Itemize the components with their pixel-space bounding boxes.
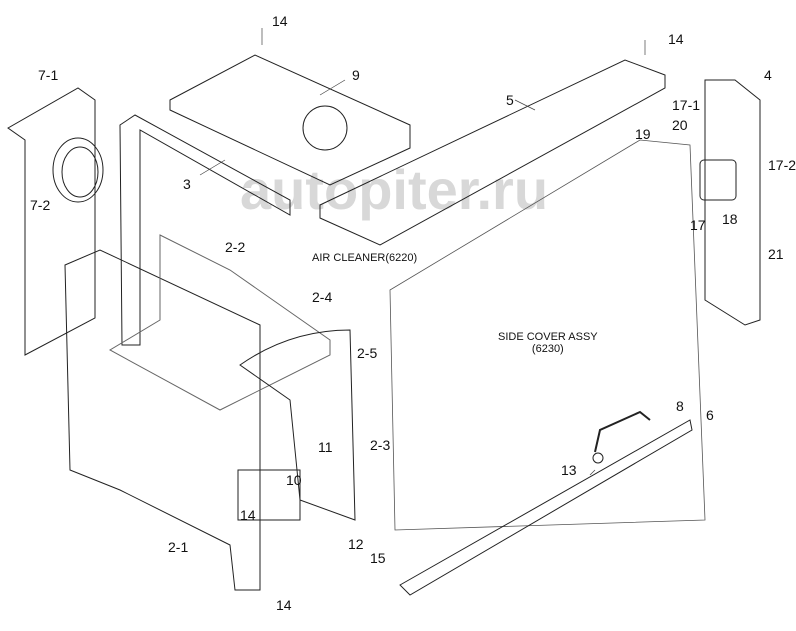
- callout-19: 19: [635, 126, 651, 142]
- part-5-bracket: [319, 59, 666, 246]
- side-cover-outline: [389, 139, 706, 531]
- part-2-1-panel: [64, 249, 261, 591]
- callout-18: 18: [722, 211, 738, 227]
- part-2-2-screen: [108, 234, 331, 411]
- callout-17-1: 17-1: [672, 97, 701, 113]
- callout-13: 13: [561, 462, 577, 478]
- callout-7-2: 7-2: [30, 197, 51, 213]
- part-18-tank: [699, 159, 737, 201]
- callout-5: 5: [506, 92, 514, 108]
- callout-14: 14: [276, 597, 292, 613]
- part-7-1-plate: [7, 87, 96, 356]
- callout-2-3: 2-3: [370, 437, 391, 453]
- air-cleaner-note: AIR CLEANER(6220): [312, 252, 418, 264]
- side-cover-title: SIDE COVER ASSY: [498, 331, 598, 343]
- callout-14: 14: [240, 507, 256, 523]
- callout-17-2: 17-2: [768, 157, 796, 173]
- part-7-2-ring: [52, 137, 104, 203]
- callout-14: 14: [272, 13, 288, 29]
- callout-2-5: 2-5: [357, 345, 378, 361]
- callout-12: 12: [348, 536, 364, 552]
- side-cover-code: (6230): [531, 343, 564, 355]
- part-13-grommet: [592, 452, 604, 464]
- callout-17: 17: [690, 217, 706, 233]
- part-6-bar: [399, 419, 693, 596]
- part-8-handle: [594, 410, 651, 453]
- callout-6: 6: [706, 407, 714, 423]
- callout-11: 11: [318, 439, 333, 455]
- callout-2-2: 2-2: [225, 239, 246, 255]
- part-9-plate: [169, 54, 411, 186]
- callout-14: 14: [668, 31, 684, 47]
- callout-4: 4: [764, 67, 772, 83]
- part-2-3-cover: [239, 329, 356, 521]
- callout-7-1: 7-1: [38, 67, 59, 83]
- callout-2-1: 2-1: [168, 539, 189, 555]
- part-3-frame: [119, 114, 291, 346]
- callout-21: 21: [768, 246, 784, 262]
- callout-20: 20: [672, 117, 688, 133]
- side-cover-note: SIDE COVER ASSY (6230): [498, 331, 598, 355]
- part-10-bracket: [237, 469, 301, 521]
- callout-3: 3: [183, 176, 191, 192]
- leader-lines: [199, 28, 646, 476]
- callout-2-4: 2-4: [312, 289, 333, 305]
- callout-15: 15: [370, 550, 386, 566]
- callout-10: 10: [286, 472, 302, 488]
- callout-9: 9: [352, 67, 360, 83]
- callout-8: 8: [676, 398, 684, 414]
- part-7-2-ring-inner: [61, 146, 99, 198]
- part-9-hole: [302, 105, 348, 151]
- part-4-bracket: [704, 79, 761, 326]
